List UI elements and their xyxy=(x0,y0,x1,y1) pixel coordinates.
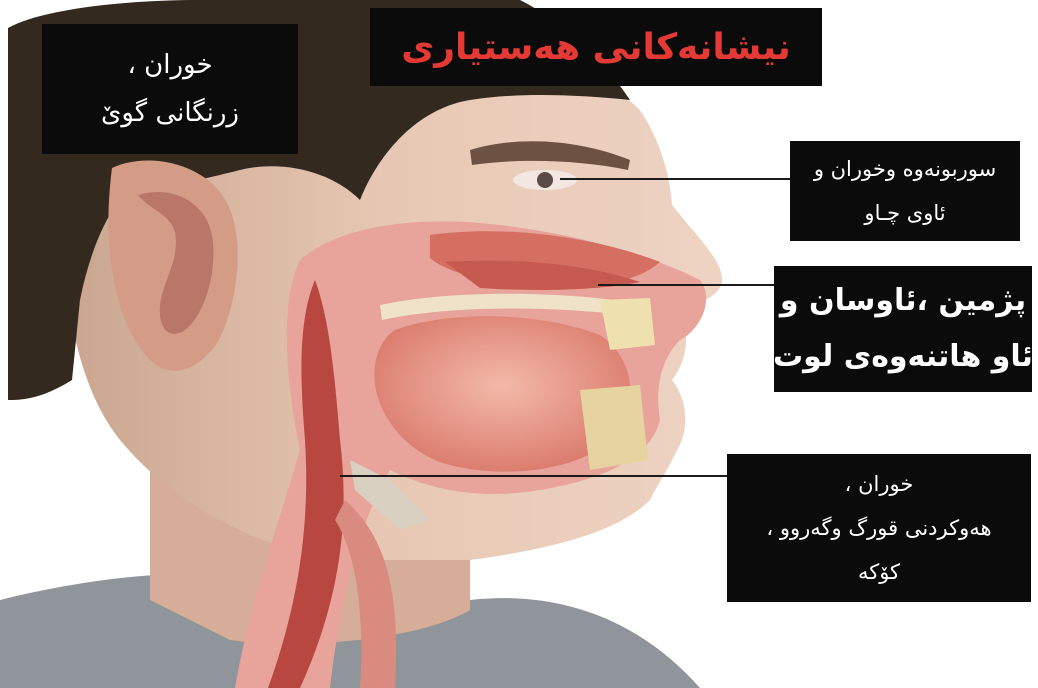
nose-symptom-line-1: پژمین ،ئاوسان و xyxy=(780,273,1026,329)
throat-symptom-line-2: هەوکردنی قورگ وگەروو ، xyxy=(766,506,991,550)
eye-leader-line xyxy=(560,178,792,180)
throat-symptom-line-3: کۆکە xyxy=(858,550,900,594)
ear-symptoms-callout: خوران ، زرنگانی گوێ xyxy=(42,24,298,154)
title-banner: نیشانەکانی هەستیاری xyxy=(370,8,822,86)
nose-leader-line xyxy=(598,284,776,286)
nose-symptoms-callout: پژمین ،ئاوسان و ئاو هاتنەوەی لوت xyxy=(774,266,1032,392)
eye-symptoms-callout: سوربونەوە وخوران و ئاوی چـاو xyxy=(790,141,1020,241)
throat-leader-line xyxy=(340,475,730,477)
eye-symptom-line-1: سوربونەوە وخوران و xyxy=(814,147,996,191)
eye-symptom-line-2: ئاوی چـاو xyxy=(864,191,945,235)
nose-symptom-line-2: ئاو هاتنەوەی لوت xyxy=(773,329,1033,385)
throat-symptom-line-1: خوران ، xyxy=(845,462,914,506)
ear-symptom-line-1: خوران ، xyxy=(127,41,212,89)
throat-symptoms-callout: خوران ، هەوکردنی قورگ وگەروو ، کۆکە xyxy=(727,454,1031,602)
ear-symptom-line-2: زرنگانی گوێ xyxy=(101,89,239,137)
title-text: نیشانەکانی هەستیاری xyxy=(401,27,790,68)
